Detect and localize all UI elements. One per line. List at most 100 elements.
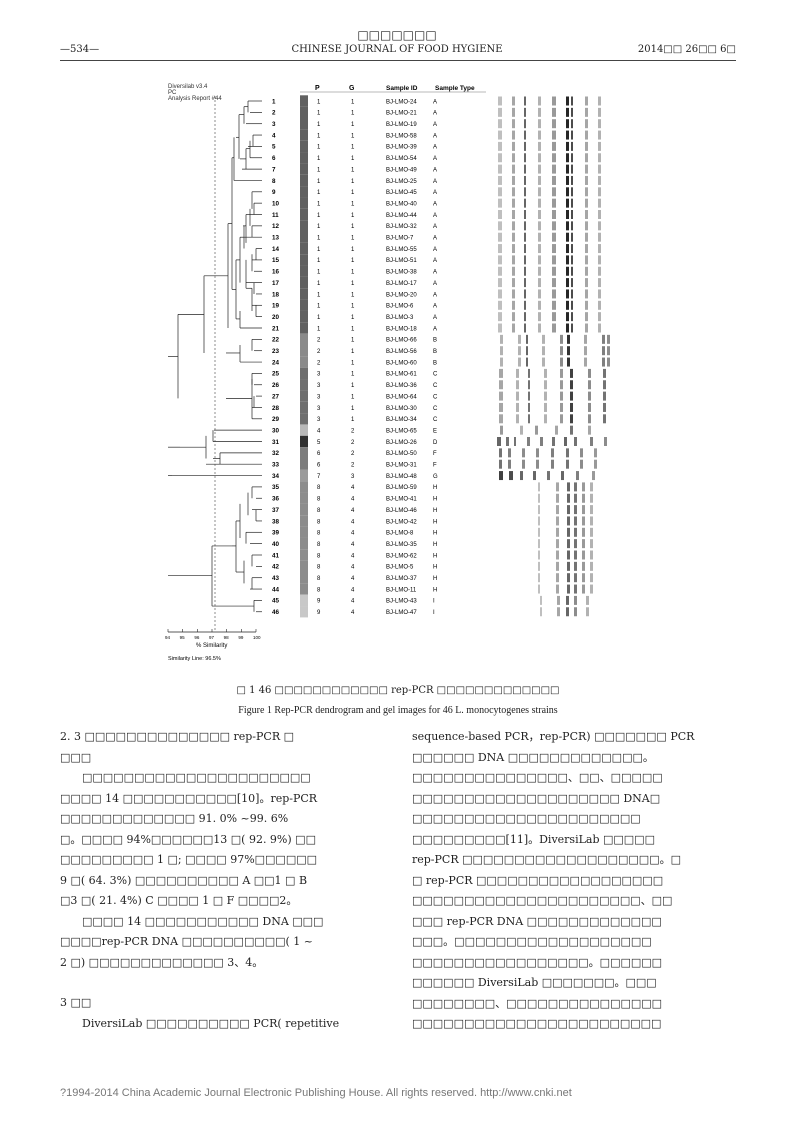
row-pattern: 8 <box>317 553 321 559</box>
pattern-strip-cell <box>300 197 308 209</box>
text-line: □□□。□□□□□□□□□□□□□□□□□□□ <box>412 935 652 948</box>
row-sample-id: BJ-LMO-51 <box>386 258 417 264</box>
text-line: □□□□□□ DiversiLab □□□□□□□。□□□ <box>412 976 657 989</box>
pattern-strip-cell <box>300 447 308 459</box>
gel-band <box>524 300 526 310</box>
gel-band <box>516 391 519 401</box>
row-sample-type: A <box>433 270 437 276</box>
gel-band <box>566 198 569 208</box>
similarity-line-label: Similarity Line: 96.5% <box>168 656 221 662</box>
row-number: 36 <box>272 496 280 503</box>
row-pattern: 3 <box>317 394 321 400</box>
gel-band <box>498 255 502 265</box>
row-number: 27 <box>272 393 280 400</box>
gel-band <box>566 278 569 288</box>
gel-band <box>571 141 573 151</box>
gel-band <box>552 312 556 322</box>
pattern-strip-cell <box>300 333 308 345</box>
row-number: 10 <box>272 200 280 207</box>
row-number: 1 <box>272 98 276 105</box>
gel-band <box>561 471 564 481</box>
gel-band <box>598 153 601 163</box>
gel-band <box>588 402 591 412</box>
text-line: □□□□□□□□□□□□□□□、□□、□□□□□ <box>412 771 663 784</box>
row-number: 8 <box>272 178 276 185</box>
gel-band <box>566 266 569 276</box>
row-pattern: 1 <box>317 122 321 128</box>
gel-band <box>512 221 515 231</box>
gel-band <box>585 187 588 197</box>
pattern-strip-cell <box>300 367 308 380</box>
gel-band <box>512 107 515 117</box>
gel-band <box>584 334 587 344</box>
gel-band <box>500 346 503 356</box>
pattern-strip-cell <box>300 572 308 584</box>
gel-band <box>508 448 511 458</box>
pattern-strip-cell <box>300 492 308 504</box>
gel-band <box>571 244 573 254</box>
gel-band <box>544 368 547 378</box>
row-sample-id: BJ-LMO-55 <box>386 247 417 253</box>
gel-band <box>498 153 502 163</box>
axis-tick-label: 94 <box>165 635 171 640</box>
gel-band <box>536 448 539 458</box>
row-group: 1 <box>351 394 355 400</box>
gel-band <box>585 107 588 117</box>
row-pattern: 3 <box>317 383 321 389</box>
gel-band <box>552 221 556 231</box>
gel-band <box>603 414 606 424</box>
gel-band <box>535 425 538 435</box>
row-sample-type: A <box>433 99 437 105</box>
report-header-line: Diversilab v3.4 <box>168 84 208 90</box>
col-header-g: G <box>349 85 355 92</box>
row-sample-type: A <box>433 111 437 117</box>
row-sample-id: BJ-LMO-60 <box>386 360 417 366</box>
row-sample-id: BJ-LMO-5 <box>386 565 414 571</box>
row-sample-id: BJ-LMO-59 <box>386 485 417 491</box>
gel-band <box>498 312 502 322</box>
gel-band <box>538 550 540 560</box>
gel-band <box>536 459 539 469</box>
gel-band <box>524 130 526 140</box>
gel-band <box>551 459 554 469</box>
gel-band <box>560 380 563 390</box>
gel-band <box>566 164 569 174</box>
gel-band <box>528 402 530 412</box>
pattern-strip-cell <box>300 503 308 516</box>
gel-band <box>498 232 502 242</box>
gel-band <box>567 334 570 344</box>
gel-band <box>551 448 554 458</box>
row-sample-id: BJ-LMO-47 <box>386 610 417 616</box>
row-pattern: 1 <box>317 236 321 242</box>
row-sample-id: BJ-LMO-6 <box>386 304 414 310</box>
gel-band <box>582 527 585 537</box>
gel-band <box>574 527 577 537</box>
gel-band <box>542 357 545 367</box>
row-group: 4 <box>351 508 355 514</box>
row-pattern: 1 <box>317 247 321 253</box>
gel-band <box>518 357 521 367</box>
row-pattern: 6 <box>317 463 321 469</box>
gel-band <box>540 595 542 605</box>
row-sample-id: BJ-LMO-7 <box>386 236 414 242</box>
text-line: □□□□□□□□□□□□□□□□□□□□□□、□□ <box>412 894 673 907</box>
row-pattern: 1 <box>317 258 321 264</box>
row-pattern: 1 <box>317 304 321 310</box>
row-sample-type: A <box>433 281 437 287</box>
gel-band <box>512 266 515 276</box>
row-sample-type: G <box>433 474 438 480</box>
gel-band <box>598 107 601 117</box>
journal-name-en: CHINESE JOURNAL OF FOOD HYGIENE <box>291 44 503 55</box>
gel-band <box>526 334 528 344</box>
gel-band <box>538 493 540 503</box>
pattern-strip-cell <box>300 345 308 357</box>
row-sample-type: I <box>433 599 435 605</box>
gel-band <box>582 505 585 515</box>
pattern-strip-cell <box>300 310 308 323</box>
row-pattern: 1 <box>317 145 321 151</box>
pattern-strip-cell <box>300 220 308 232</box>
row-group: 1 <box>351 326 355 332</box>
gel-band <box>516 402 519 412</box>
pattern-strip-cell <box>300 469 308 482</box>
